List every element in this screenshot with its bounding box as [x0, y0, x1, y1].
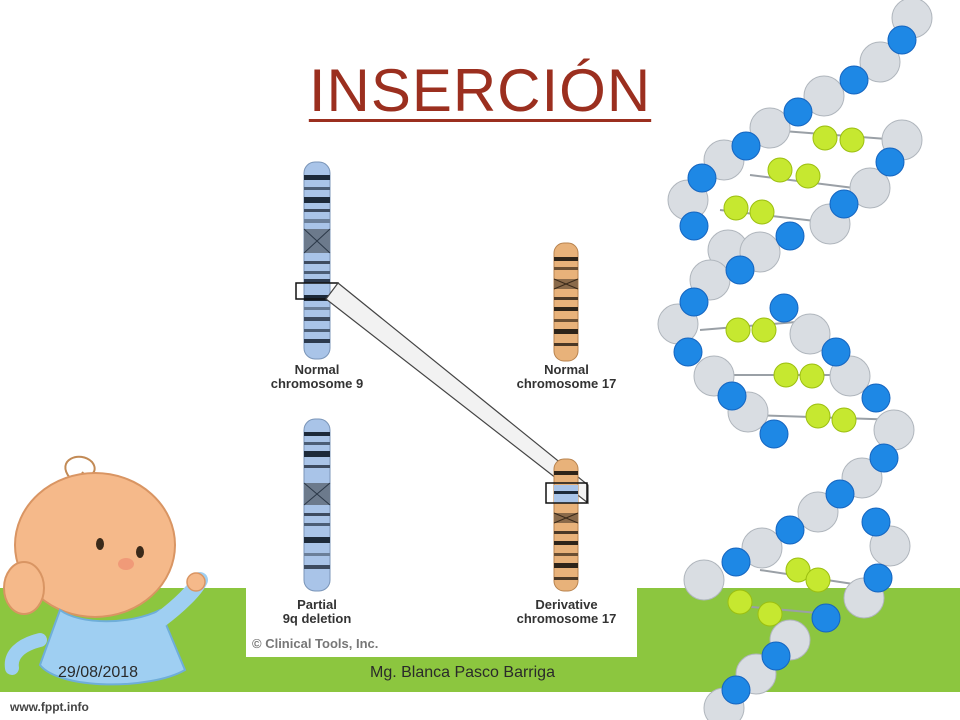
insertion-connector: [325, 282, 589, 505]
chromosome-diagram: [295, 161, 589, 592]
baby-icon: [3, 455, 208, 686]
normal-chromosome-9: [303, 161, 331, 360]
normal-chromosome-17: [553, 242, 579, 362]
footer-author: Mg. Blanca Pasco Barriga: [370, 664, 555, 681]
copyright-label: © Clinical Tools, Inc.: [252, 636, 379, 651]
insertion-box-target: [545, 482, 588, 504]
site-watermark: www.fppt.info: [10, 700, 89, 714]
footer-date: 29/08/2018: [58, 664, 139, 681]
footer-strip: [0, 692, 960, 720]
partial-9q-deletion-chromosome: [303, 418, 331, 592]
dna-helix-icon: [657, 0, 933, 720]
derivative-chromosome-17: [553, 458, 579, 592]
slide-title: INSERCIÓN: [308, 57, 652, 124]
